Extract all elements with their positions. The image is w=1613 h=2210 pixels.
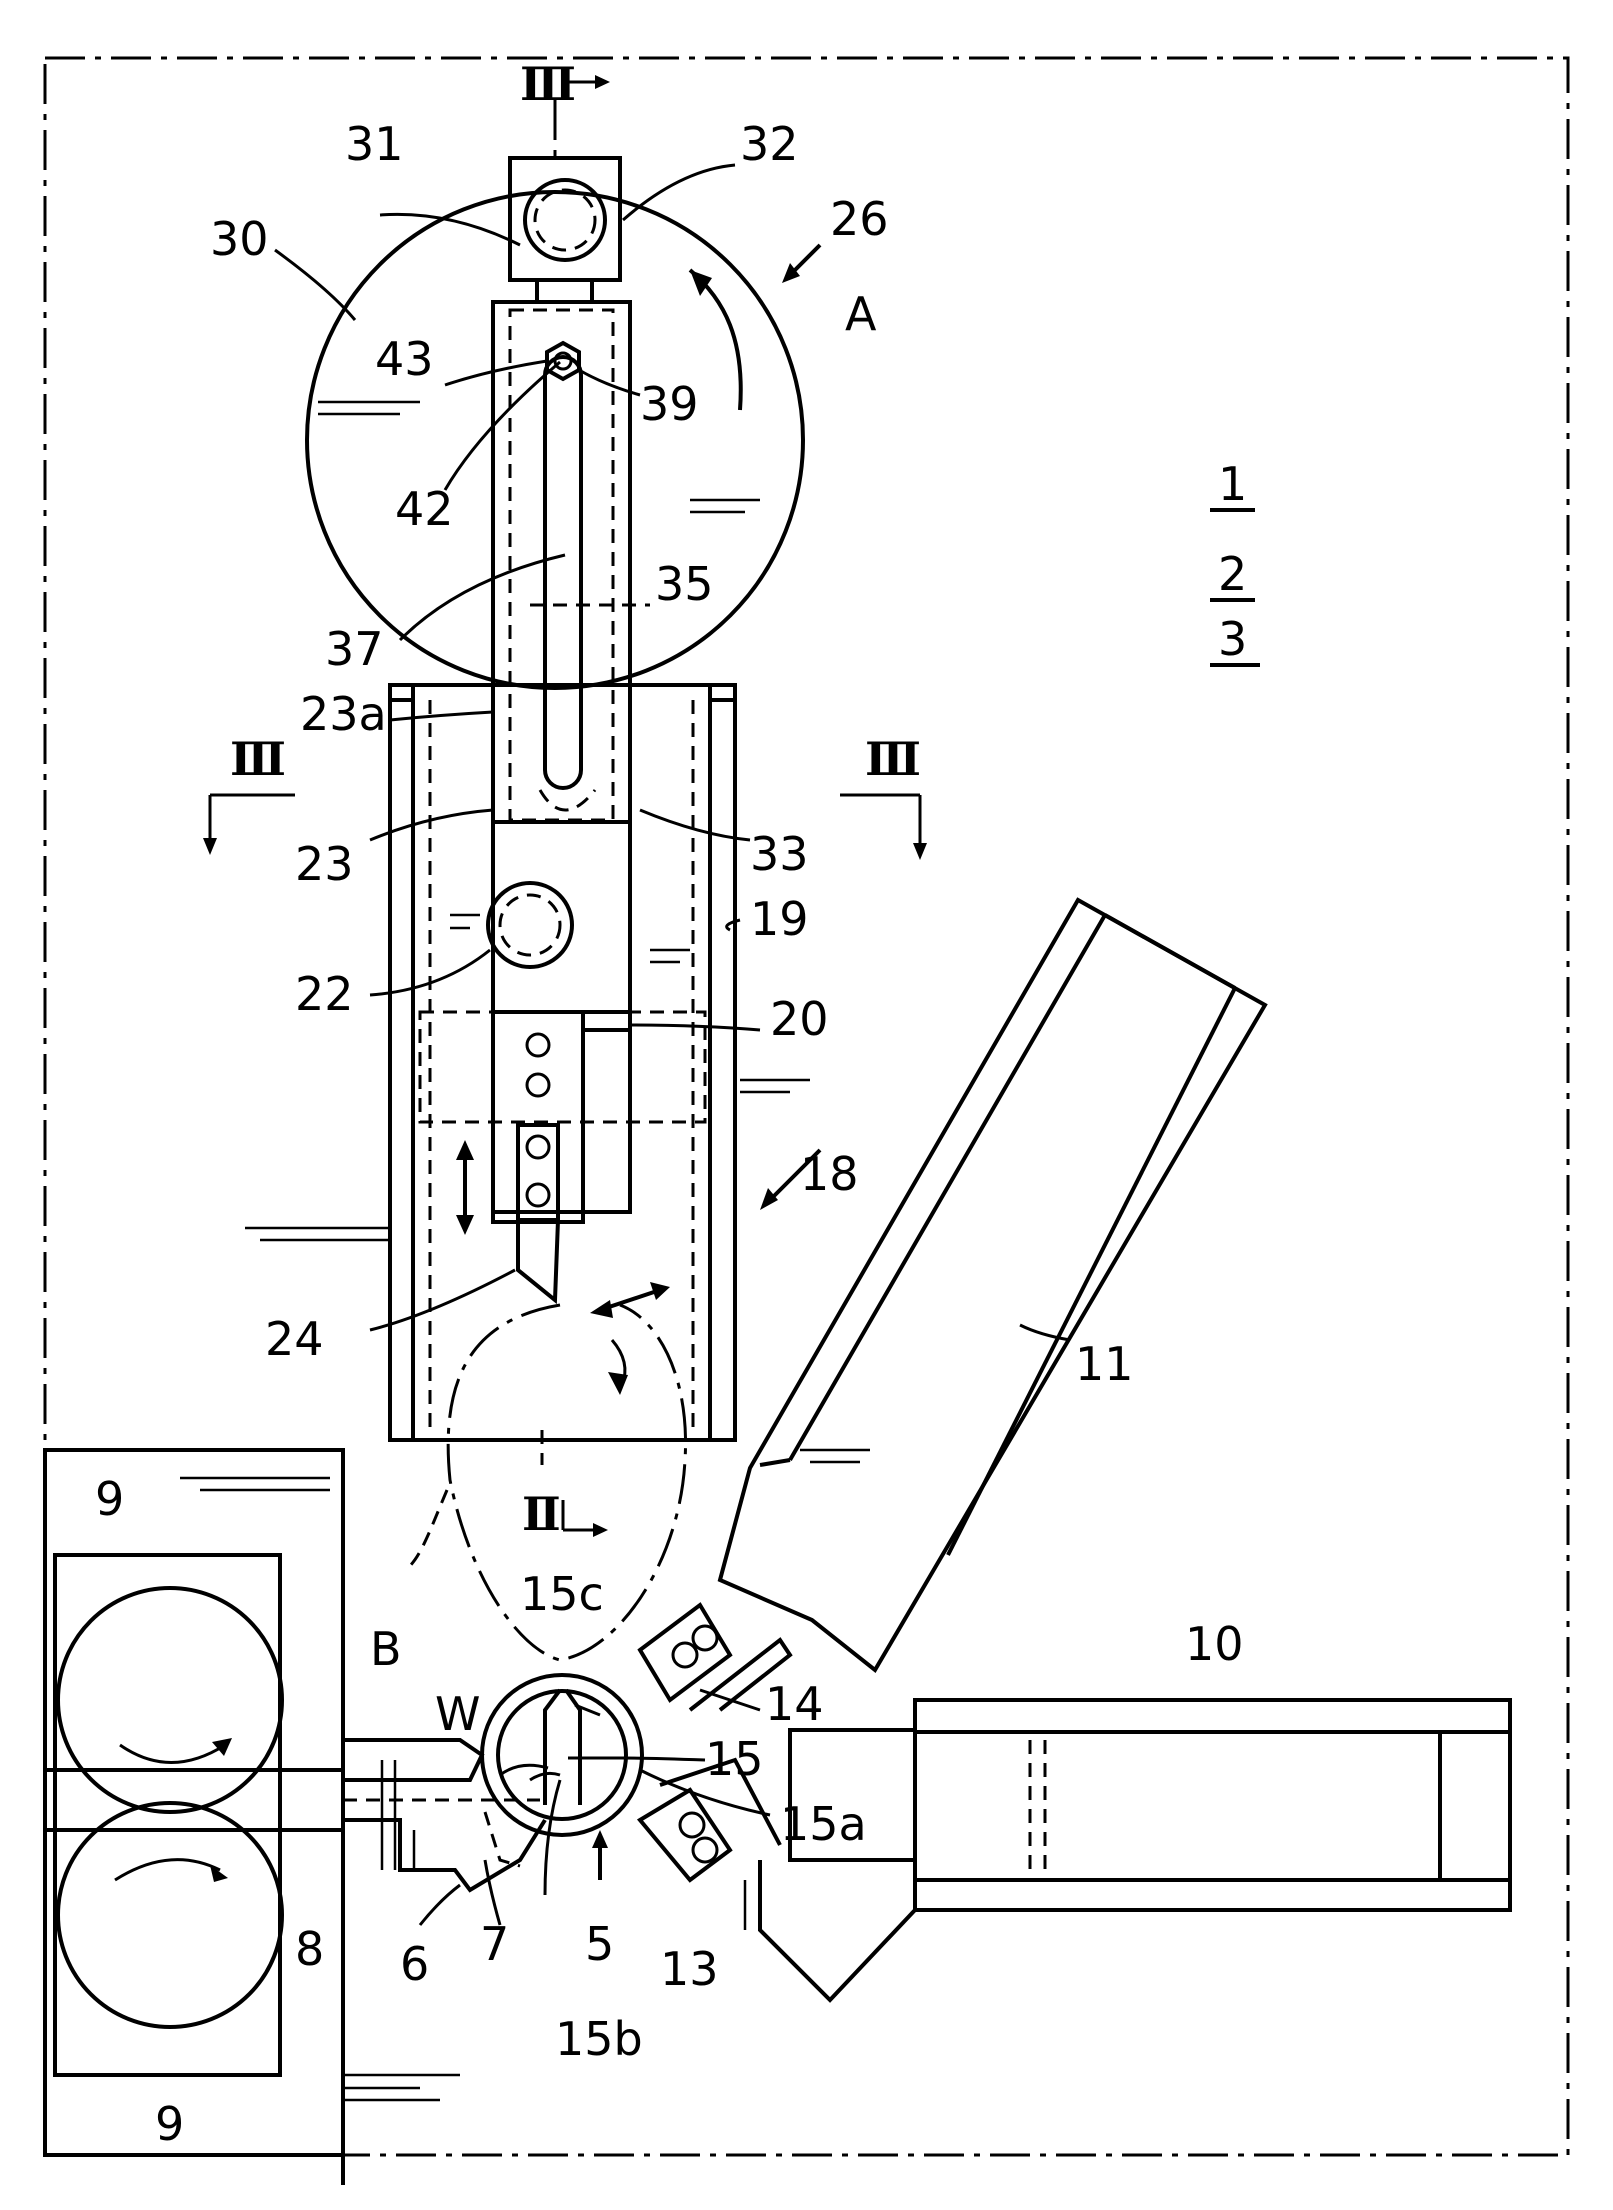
rotary-disc-30 bbox=[307, 192, 803, 688]
sheet-number: 1 bbox=[1218, 457, 1247, 511]
label-10: 10 bbox=[1185, 1617, 1244, 1671]
section-mark-left: Ⅲ bbox=[230, 732, 286, 786]
label-15b: 15b bbox=[555, 2012, 643, 2066]
label-11: 11 bbox=[1075, 1337, 1134, 1391]
label-13: 13 bbox=[660, 1942, 719, 1996]
label-37: 37 bbox=[325, 622, 384, 676]
section-mark-top: Ⅲ bbox=[520, 57, 576, 111]
slider-20 bbox=[420, 822, 705, 1235]
label-22: 22 bbox=[295, 967, 354, 1021]
label-39: 39 bbox=[640, 377, 699, 431]
connecting-rod-35 bbox=[493, 302, 650, 822]
section-mark-lower: Ⅱ bbox=[522, 1487, 561, 1541]
label-19: 19 bbox=[750, 892, 809, 946]
roller-assembly-9 bbox=[45, 1450, 343, 2155]
sheet-fraction-total: 3 bbox=[1218, 612, 1247, 666]
frame-border bbox=[45, 58, 1568, 2185]
label-35: 35 bbox=[655, 557, 714, 611]
label-7: 7 bbox=[480, 1917, 509, 1971]
base-rail-6 bbox=[343, 1740, 545, 2100]
label-32: 32 bbox=[740, 117, 799, 171]
label-8: 8 bbox=[295, 1922, 324, 1976]
label-W: W bbox=[435, 1687, 480, 1741]
workpiece-W bbox=[482, 1675, 642, 1835]
label-9-bottom: 9 bbox=[155, 2097, 184, 2151]
label-30: 30 bbox=[210, 212, 269, 266]
label-9-top: 9 bbox=[95, 1472, 124, 1526]
label-20: 20 bbox=[770, 992, 829, 1046]
blade-24 bbox=[518, 1220, 670, 1318]
label-24: 24 bbox=[265, 1312, 324, 1366]
label-42: 42 bbox=[395, 482, 454, 536]
label-A: A bbox=[845, 287, 877, 341]
label-6: 6 bbox=[400, 1937, 429, 1991]
section-mark-right: Ⅲ bbox=[865, 732, 921, 786]
label-15: 15 bbox=[705, 1732, 764, 1786]
label-15a: 15a bbox=[780, 1797, 867, 1851]
sheet-fraction-mid: 2 bbox=[1218, 547, 1247, 601]
label-23: 23 bbox=[295, 837, 354, 891]
label-5: 5 bbox=[585, 1917, 614, 1971]
label-23a: 23a bbox=[300, 687, 387, 741]
label-33: 33 bbox=[750, 827, 809, 881]
label-26: 26 bbox=[830, 192, 889, 246]
label-43: 43 bbox=[375, 332, 434, 386]
label-31: 31 bbox=[345, 117, 404, 171]
label-18: 18 bbox=[800, 1147, 859, 1201]
label-B: B bbox=[370, 1622, 402, 1676]
label-14: 14 bbox=[765, 1677, 824, 1731]
label-15c: 15c bbox=[520, 1567, 604, 1621]
guide-housing-19 bbox=[245, 685, 810, 1440]
crank-block-31 bbox=[510, 158, 620, 302]
